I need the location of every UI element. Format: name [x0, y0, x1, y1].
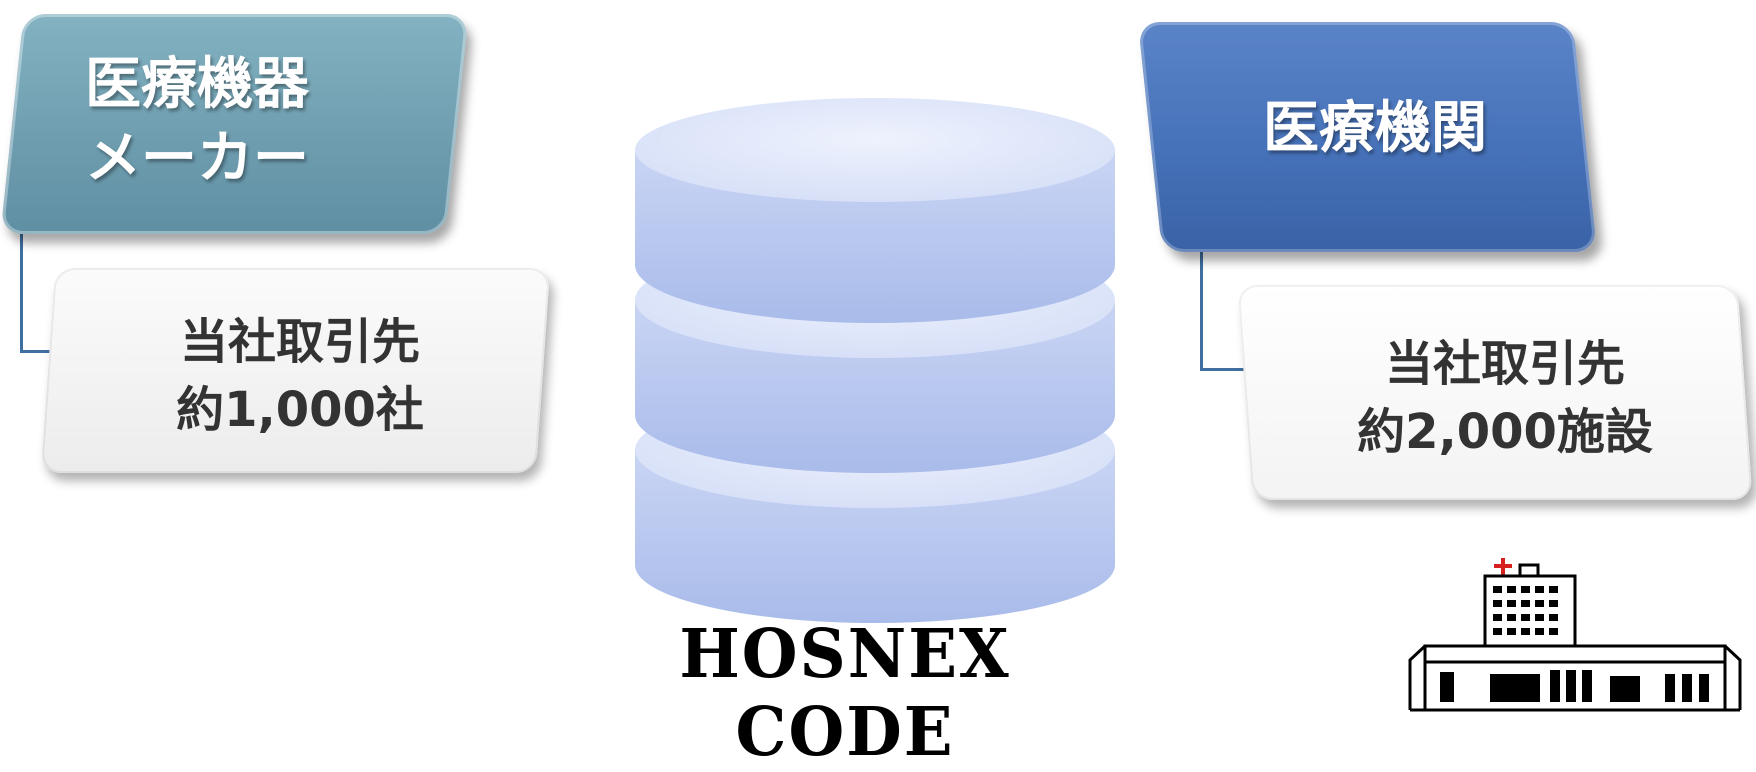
manufacturer-count-line2: 約1,000社: [176, 382, 424, 438]
database-disk-top: [635, 98, 1115, 323]
institution-count: 当社取引先 約2,000施設: [1305, 330, 1705, 466]
institution-title: 医療機関: [1263, 96, 1487, 161]
database-icon: [635, 98, 1115, 623]
institution-count-line1: 当社取引先: [1384, 336, 1625, 392]
manufacturer-title-line2: メーカー: [85, 126, 309, 191]
hospital-icon: [1408, 558, 1742, 712]
manufacturer-title-line1: 医療機器: [85, 52, 309, 117]
manufacturer-connector: [20, 232, 51, 353]
database-name: HOSNEX CODE: [679, 615, 1077, 772]
institution-count-line2: 約2,000施設: [1357, 404, 1653, 460]
manufacturer-count-line1: 当社取引先: [179, 314, 420, 370]
manufacturer-count: 当社取引先 約1,000社: [100, 308, 500, 444]
institution-connector: [1200, 248, 1248, 371]
manufacturer-title: 医療機器 メーカー: [85, 48, 415, 196]
